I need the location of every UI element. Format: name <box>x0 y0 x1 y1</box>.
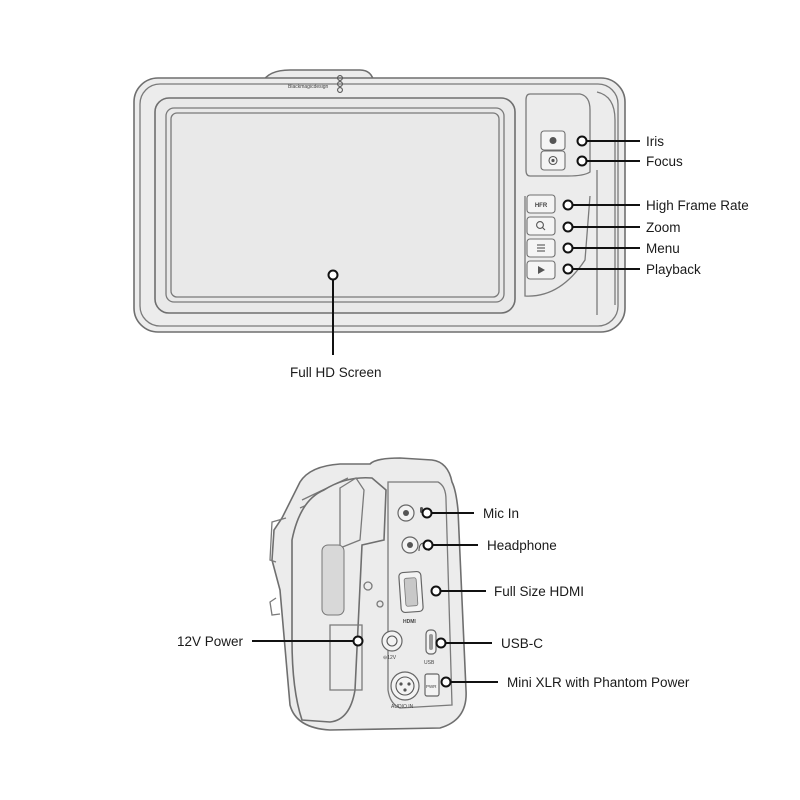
callout-iris: Iris <box>646 134 664 149</box>
callout-zoom: Zoom <box>646 220 681 235</box>
usb-c-slot <box>429 634 433 650</box>
hfr-dot <box>562 199 574 211</box>
callout-mini-xlr: Mini XLR with Phantom Power <box>507 675 690 690</box>
menu-button[interactable] <box>526 238 556 258</box>
menu-dot <box>562 242 574 254</box>
zoom-icon-handle <box>542 227 546 231</box>
iris-dot <box>576 135 588 147</box>
power-12v-inner <box>386 635 398 647</box>
callout-focus: Focus <box>646 154 683 169</box>
callout-mic-in: Mic In <box>483 506 519 521</box>
screen-bezel <box>154 97 516 314</box>
mini-xlr-port[interactable]: AUDIO IN <box>390 671 420 710</box>
power-12v-label: ⊖12V <box>383 655 397 661</box>
focus-dot <box>576 155 588 167</box>
flap-grip-texture <box>321 544 345 616</box>
screen-inner <box>170 112 500 298</box>
zoom-icon <box>536 221 544 229</box>
port-panel <box>387 481 453 709</box>
camera-side-view: HDMI ⊖12V USB AUDIO IN PWR <box>177 457 690 731</box>
power-12v-dot <box>352 635 364 647</box>
mini-xlr-dot <box>440 676 452 688</box>
screen-panel <box>165 107 505 303</box>
callout-full-hd-screen: Full HD Screen <box>290 365 382 380</box>
callout-menu: Menu <box>646 241 680 256</box>
brand-logo-icon-2 <box>337 81 343 87</box>
zoom-button[interactable] <box>526 216 556 236</box>
play-icon <box>538 266 545 274</box>
flap-screw <box>363 581 373 591</box>
playback-dot <box>562 263 574 275</box>
zoom-button-body[interactable] <box>526 216 556 236</box>
brand-logo-text: Blackmagicdesign <box>288 84 329 90</box>
mic-in-hole <box>403 510 409 516</box>
phantom-power-label: PWR <box>426 684 437 689</box>
zoom-dot <box>562 221 574 233</box>
brand-logo-icon-3 <box>337 87 343 93</box>
mini-xlr-connector[interactable] <box>390 671 420 701</box>
callout-high-frame-rate: High Frame Rate <box>646 198 749 213</box>
camera-back-view: Blackmagicdesign HFR <box>133 69 749 380</box>
audio-in-label: AUDIO IN <box>391 704 414 710</box>
callout-12v-power: 12V Power <box>177 634 244 649</box>
power-12v-port[interactable]: ⊖12V <box>381 630 403 661</box>
iris-button[interactable] <box>540 130 566 151</box>
flap-screw-2 <box>376 600 384 608</box>
callout-headphone: Headphone <box>487 538 557 553</box>
side-leaders <box>252 507 498 688</box>
focus-icon-dot <box>551 158 555 163</box>
hfr-button-label: HFR <box>535 203 548 209</box>
usb-label: USB <box>424 660 435 666</box>
brand-logo-icon <box>337 75 343 81</box>
hdmi-slot <box>403 577 419 607</box>
mini-xlr-inner <box>395 676 415 696</box>
back-leaders <box>327 135 640 355</box>
phantom-power-switch-body[interactable] <box>424 673 440 697</box>
headphone-dot <box>422 539 434 551</box>
screen-dot <box>327 269 339 281</box>
playback-button[interactable] <box>526 260 556 280</box>
iris-icon <box>549 137 557 144</box>
callout-full-size-hdmi: Full Size HDMI <box>494 584 584 599</box>
xlr-pin-3 <box>403 688 407 692</box>
camera-grip-edge <box>596 91 616 305</box>
power-12v-connector[interactable] <box>381 630 403 652</box>
headphone-hole <box>407 542 413 548</box>
hdmi-port[interactable]: HDMI <box>398 570 424 625</box>
flap-lower-latch <box>329 624 363 691</box>
focus-button[interactable] <box>540 150 566 171</box>
lens-mount-edge <box>269 517 287 563</box>
mic-in-dot <box>421 507 433 519</box>
callout-usb-c: USB-C <box>501 636 543 651</box>
hfr-button-body[interactable] <box>526 194 556 214</box>
button-panel-outline <box>524 195 591 297</box>
phantom-power-switch[interactable]: PWR <box>424 673 440 697</box>
hdmi-label: HDMI <box>403 619 416 625</box>
side-bump <box>269 597 281 616</box>
flap-hinge <box>339 477 365 549</box>
mic-in-port[interactable] <box>397 504 423 522</box>
hdmi-dot <box>430 585 442 597</box>
hfr-button[interactable]: HFR <box>526 194 556 214</box>
xlr-pin-1 <box>399 682 403 686</box>
usb-c-dot <box>435 637 447 649</box>
iris-focus-panel <box>525 93 591 177</box>
xlr-pin-2 <box>407 682 411 686</box>
usb-c-port[interactable]: USB <box>424 629 437 666</box>
callout-playback: Playback <box>646 262 701 277</box>
focus-icon <box>548 155 558 166</box>
